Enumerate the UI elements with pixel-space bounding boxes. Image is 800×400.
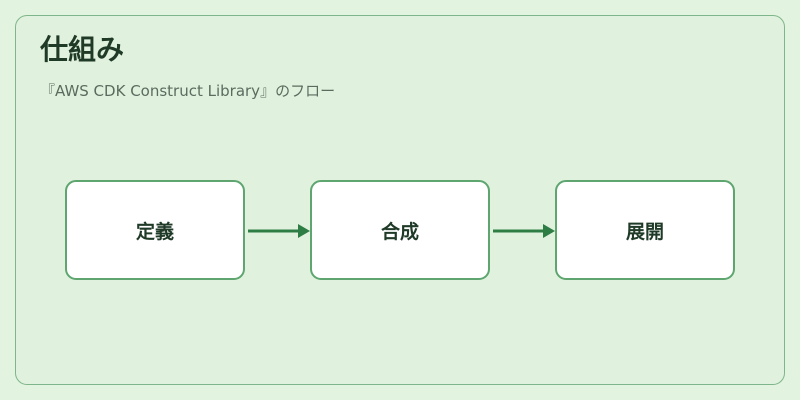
flow-step-label: 合成 bbox=[380, 220, 419, 243]
flow-step-define: 定義 bbox=[65, 180, 245, 280]
arrow-right-icon bbox=[493, 224, 555, 238]
page-subtitle: 『AWS CDK Construct Library』のフロー bbox=[40, 82, 336, 100]
page-title: 仕組み bbox=[40, 33, 125, 66]
flow-diagram: 定義 合成 展開 bbox=[65, 180, 737, 282]
flow-step-deploy: 展開 bbox=[555, 180, 735, 280]
flow-step-synthesize: 合成 bbox=[310, 180, 490, 280]
arrow-right-icon bbox=[248, 224, 310, 238]
flow-step-label: 定義 bbox=[135, 220, 174, 243]
flow-step-label: 展開 bbox=[625, 220, 664, 243]
